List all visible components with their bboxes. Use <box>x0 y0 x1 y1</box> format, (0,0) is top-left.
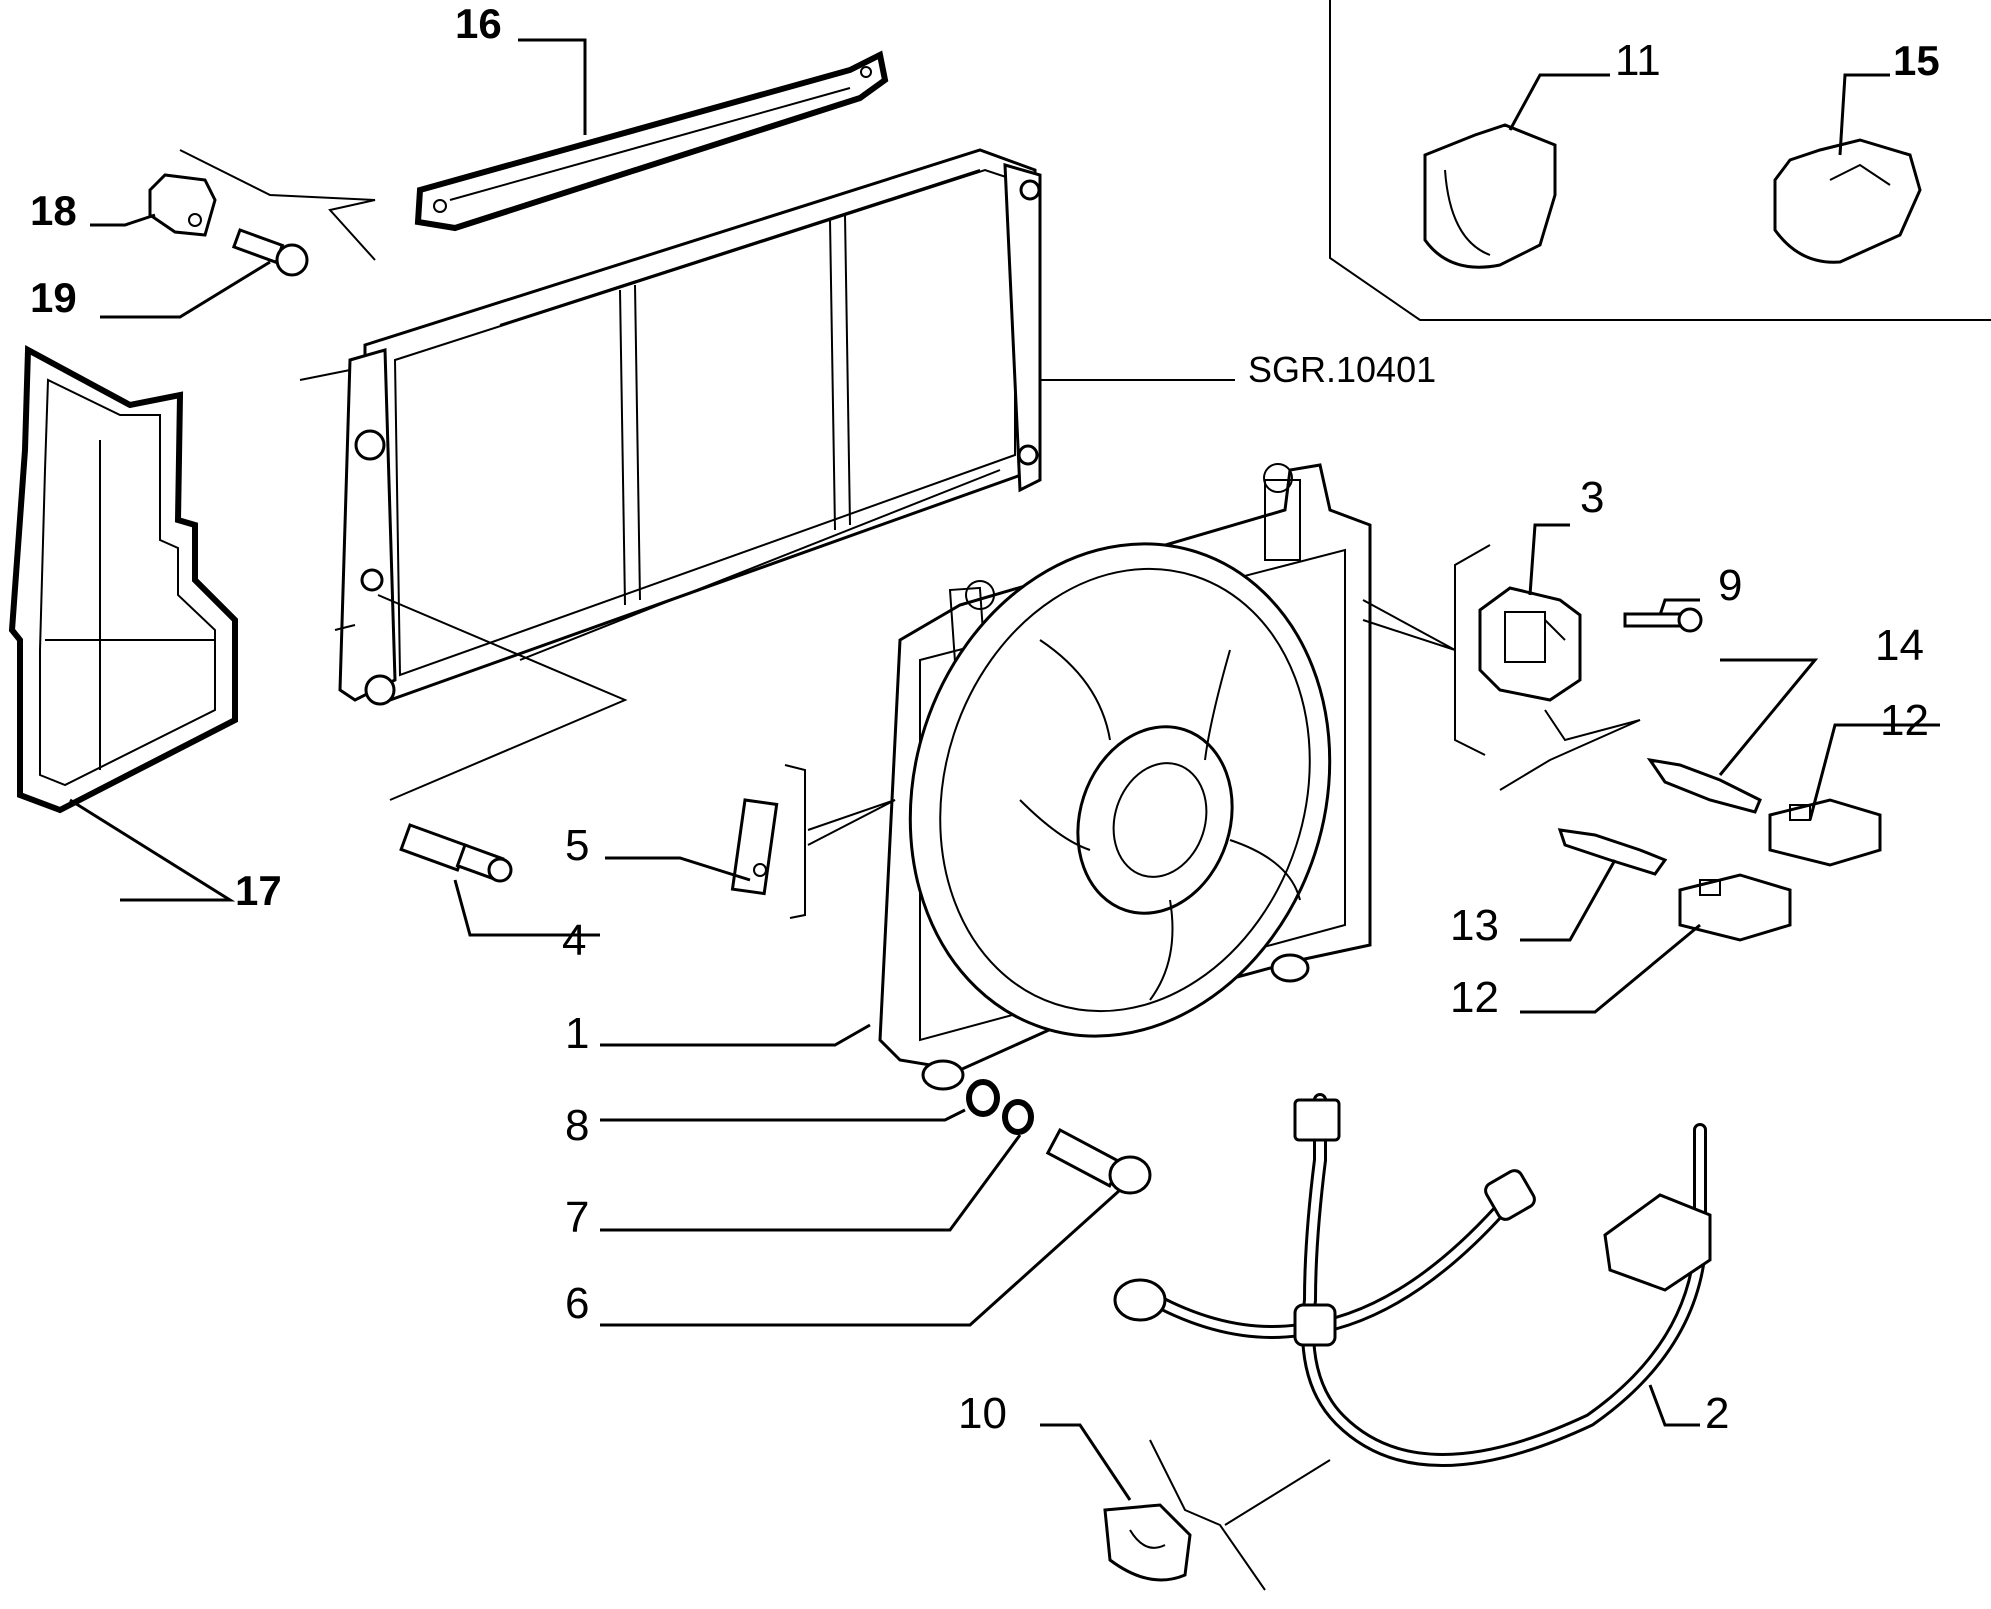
callout-3: 3 <box>1580 473 1604 522</box>
part-12-connector-upper <box>1768 798 1882 867</box>
part-13-terminal <box>1557 828 1668 876</box>
part-17-air-deflector <box>8 345 238 814</box>
callout-4: 4 <box>562 916 586 965</box>
callout-11: 11 <box>1615 36 1661 85</box>
callout-2: 2 <box>1705 1389 1729 1438</box>
callout-12-upper: 12 <box>1880 696 1929 745</box>
callout-12-lower: 12 <box>1450 973 1499 1022</box>
callout-6: 6 <box>565 1279 589 1328</box>
part-8-washer <box>966 1079 1000 1117</box>
bracket-12-14 <box>1499 709 1641 791</box>
callout-5: 5 <box>565 821 589 870</box>
part-9-screw <box>1623 607 1703 633</box>
inset-frame <box>1329 0 1991 321</box>
part-19-bolt <box>231 228 309 277</box>
bracket-3 <box>1454 544 1491 756</box>
callout-10: 10 <box>958 1389 1007 1438</box>
callout-9: 9 <box>1718 561 1742 610</box>
assembly-line-10 <box>1224 1459 1331 1526</box>
part-11-clip <box>1423 123 1557 269</box>
part-16-upper-crossmember <box>414 50 889 232</box>
reference-code: SGR.10401 <box>1248 349 1436 390</box>
part-18-nut <box>148 173 217 237</box>
part-7-washer <box>1002 1099 1034 1135</box>
callout-8: 8 <box>565 1101 589 1150</box>
part-2-wiring-harness <box>1113 1093 1712 1467</box>
callout-1: 1 <box>565 1009 589 1058</box>
part-15-clip <box>1773 138 1922 264</box>
bracket-10 <box>1149 1439 1266 1591</box>
part-1-fan-assembly <box>878 463 1372 1091</box>
callout-14: 14 <box>1875 621 1924 670</box>
callout-17: 17 <box>235 867 282 914</box>
part-3-fan-resistor <box>1478 586 1582 702</box>
assembly-line-5 <box>807 799 896 846</box>
part-12-connector-lower <box>1678 873 1792 942</box>
part-6-bolt <box>1045 1127 1152 1195</box>
bracket-5 <box>784 764 806 919</box>
callout-15: 15 <box>1893 37 1940 84</box>
part-14-terminal <box>1646 757 1762 814</box>
radiator <box>299 148 1042 706</box>
part-5-clip <box>730 798 779 896</box>
part-10-clip <box>1103 1503 1192 1582</box>
callout-labels: 16 18 19 17 4 5 1 8 7 6 10 2 3 9 14 12 1… <box>30 0 1940 1438</box>
callout-18: 18 <box>30 187 77 234</box>
part-4-temperature-sensor <box>399 823 513 883</box>
callout-7: 7 <box>565 1193 589 1242</box>
assembly-line-18-19 <box>179 149 376 261</box>
callout-13: 13 <box>1450 901 1499 950</box>
callout-19: 19 <box>30 274 77 321</box>
callout-16: 16 <box>455 0 502 47</box>
assembly-line-3 <box>1362 599 1456 651</box>
leader-lines <box>69 38 1940 1501</box>
assembly-line <box>377 594 628 801</box>
